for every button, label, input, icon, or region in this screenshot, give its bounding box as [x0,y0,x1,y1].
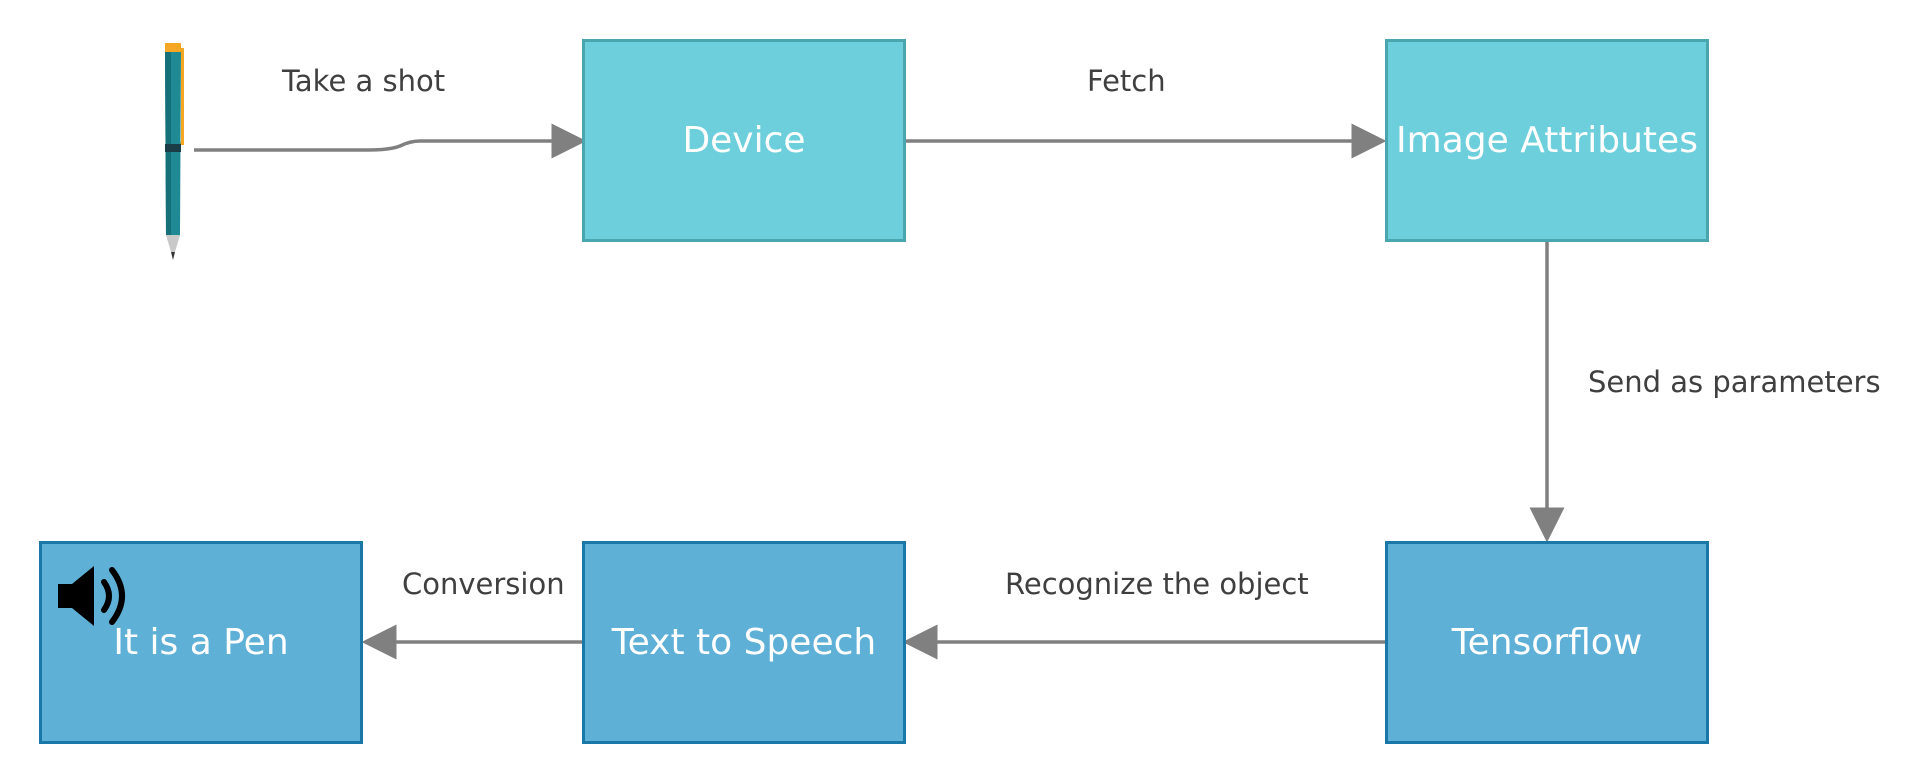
node-image-attributes[interactable]: Image Attributes [1385,39,1709,242]
node-output[interactable]: It is a Pen [39,541,363,744]
edge-label-conversion: Conversion [402,567,565,601]
pen-icon [165,43,184,260]
node-text-to-speech[interactable]: Text to Speech [582,541,906,744]
node-image-attributes-label: Image Attributes [1396,120,1698,161]
node-tensorflow-label: Tensorflow [1451,622,1643,663]
edge-label-send-params: Send as parameters [1588,365,1881,399]
edge-label-take-shot: Take a shot [282,64,446,98]
node-output-label: It is a Pen [113,622,289,663]
edge-label-recognize: Recognize the object [1005,567,1309,601]
node-device[interactable]: Device [582,39,906,242]
node-text-to-speech-label: Text to Speech [611,622,877,663]
speaker-icon [58,566,125,626]
node-device-label: Device [682,120,806,161]
edge-label-fetch: Fetch [1087,64,1166,98]
edge-take-shot [194,123,587,159]
node-tensorflow[interactable]: Tensorflow [1385,541,1709,744]
